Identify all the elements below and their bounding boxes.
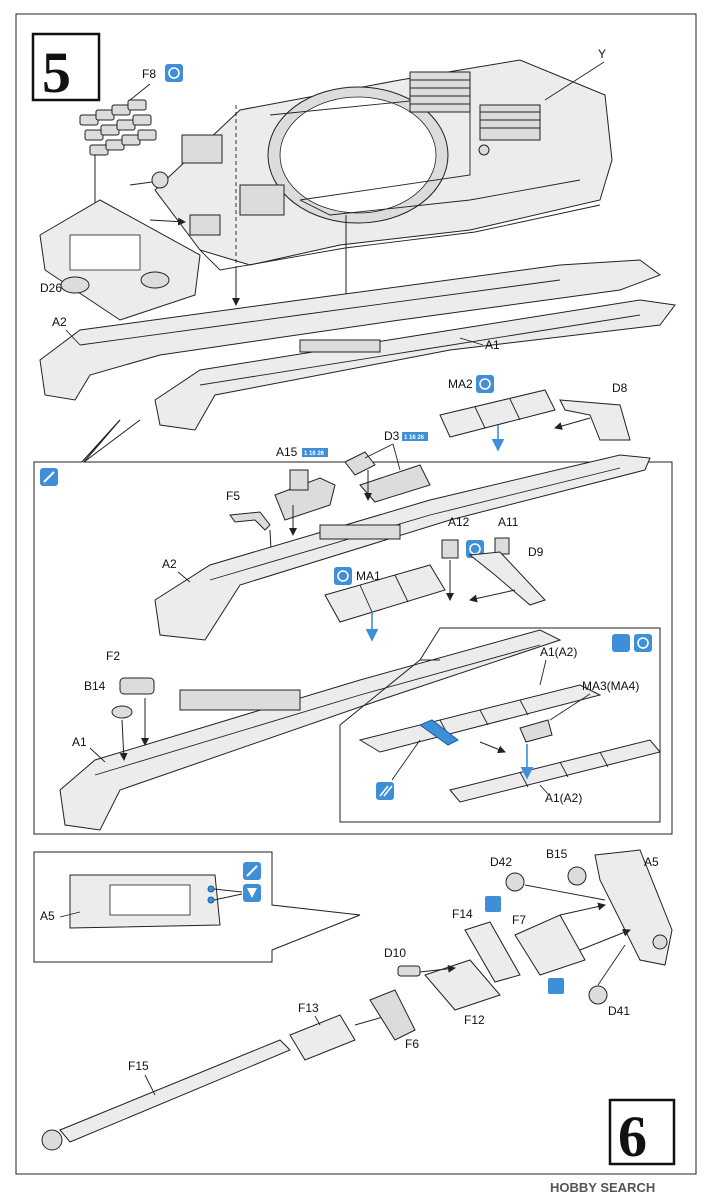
collar-F6: [369, 989, 416, 1041]
fender-A1-mid: [59, 629, 562, 831]
engine-grille-left: [409, 71, 471, 113]
barrel-sleeve-F13: [289, 1014, 356, 1061]
mantlet-inset-panel: [33, 851, 361, 963]
label-A2-top: A2: [52, 315, 67, 329]
ref-badge-D3: 1 16 26: [402, 432, 428, 441]
inset-panel: [339, 627, 661, 823]
step-5-number: 5: [42, 40, 71, 105]
label-F12: F12: [464, 1013, 485, 1027]
ref-badge-A15: 1 16 26: [302, 448, 328, 457]
label-D41: D41: [608, 1004, 630, 1018]
symmetry-icon-ma1: [334, 567, 352, 585]
label-F6: F6: [405, 1037, 419, 1051]
label-D10: D10: [384, 946, 406, 960]
page-frame: [15, 13, 697, 1175]
step-6-marker: 6: [608, 1098, 676, 1169]
inset-icons: [243, 862, 261, 902]
mantlet-inset-part-A5: [69, 874, 221, 929]
label-A1-top: A1: [485, 338, 500, 352]
part-A11: [494, 537, 510, 555]
part-B15: [567, 866, 587, 886]
label-F15: F15: [128, 1059, 149, 1073]
label-A5: A5: [644, 855, 659, 869]
fender-A2-mid: [154, 454, 651, 641]
mesh-MA3: [519, 719, 553, 743]
part-D41: [588, 985, 608, 1005]
brush-icon: [376, 782, 394, 800]
gun-barrel-F15: [41, 1039, 291, 1151]
label-F7: F7: [512, 913, 526, 927]
tool-part-A15: [274, 469, 336, 521]
label-A1A2-top: A1(A2): [540, 645, 577, 659]
breech-F7: [514, 914, 586, 976]
mesh-plates-MA2: [439, 389, 556, 438]
watermark-text: HOBBY SEARCH: [550, 1180, 655, 1195]
label-D42: D42: [490, 855, 512, 869]
mesh-plates-MA1: [324, 564, 446, 623]
fender-A1-top: [154, 299, 676, 431]
label-F2: F2: [106, 649, 120, 663]
handle-F5: [229, 511, 271, 531]
front-plate-D26: [39, 199, 201, 321]
label-D3: D3: [384, 429, 400, 443]
step-5-marker: 5: [31, 32, 101, 105]
glue-icon: [40, 468, 58, 486]
symmetry-icon-ma2: [476, 375, 494, 393]
caution-icon-bottom: [548, 978, 564, 994]
label-F5: F5: [226, 489, 240, 503]
label-A12: A12: [448, 515, 470, 529]
tool-part-D3: [344, 451, 431, 503]
fitting-B14: [111, 705, 133, 719]
label-B14: B14: [84, 679, 106, 693]
inset-blue-mesh: [418, 719, 459, 746]
engine-grille-right: [479, 104, 541, 141]
label-Y: Y: [598, 47, 606, 61]
spare-track-links-F8: [79, 99, 157, 156]
label-F14: F14: [452, 907, 473, 921]
part-A12: [441, 539, 459, 559]
label-A1-mid: A1: [72, 735, 87, 749]
step-6-number: 6: [618, 1104, 647, 1169]
part-D42: [505, 872, 525, 892]
hatch-left: [181, 134, 223, 164]
svg-text:1 16 26: 1 16 26: [304, 451, 325, 457]
label-A5-inset: A5: [40, 909, 55, 923]
label-F13: F13: [298, 1001, 319, 1015]
symmetry-icon: [165, 64, 183, 82]
upper-hull-assembly: [154, 59, 613, 271]
bracket-D8: [559, 399, 631, 441]
label-A15: A15: [276, 445, 298, 459]
hatch-right: [239, 184, 285, 216]
label-D9: D9: [528, 545, 544, 559]
label-MA1: MA1: [356, 569, 381, 583]
label-F8: F8: [142, 67, 156, 81]
label-B15: B15: [546, 847, 568, 861]
fender-A2-top: [39, 259, 662, 401]
label-A11: A11: [498, 515, 519, 529]
glue-symmetry-icons: [612, 634, 652, 652]
label-D26: D26: [40, 281, 62, 295]
svg-text:1 16 26: 1 16 26: [404, 435, 425, 441]
pin-D10: [397, 965, 421, 977]
caution-icon-top: [485, 896, 501, 912]
tool-box: [189, 214, 221, 236]
fitting-F2: [119, 677, 155, 695]
mount-F14: [464, 921, 521, 983]
label-A2-mid: A2: [162, 557, 177, 571]
bracket-D9: [468, 551, 546, 606]
cradle-A5: [594, 849, 673, 966]
label-A1A2-bot: A1(A2): [545, 791, 582, 805]
label-D8: D8: [612, 381, 628, 395]
inset-fender-upper: [358, 684, 602, 753]
label-MA3MA4: MA3(MA4): [582, 679, 639, 693]
label-MA2: MA2: [448, 377, 473, 391]
tow-hook-fitting: [129, 171, 169, 189]
